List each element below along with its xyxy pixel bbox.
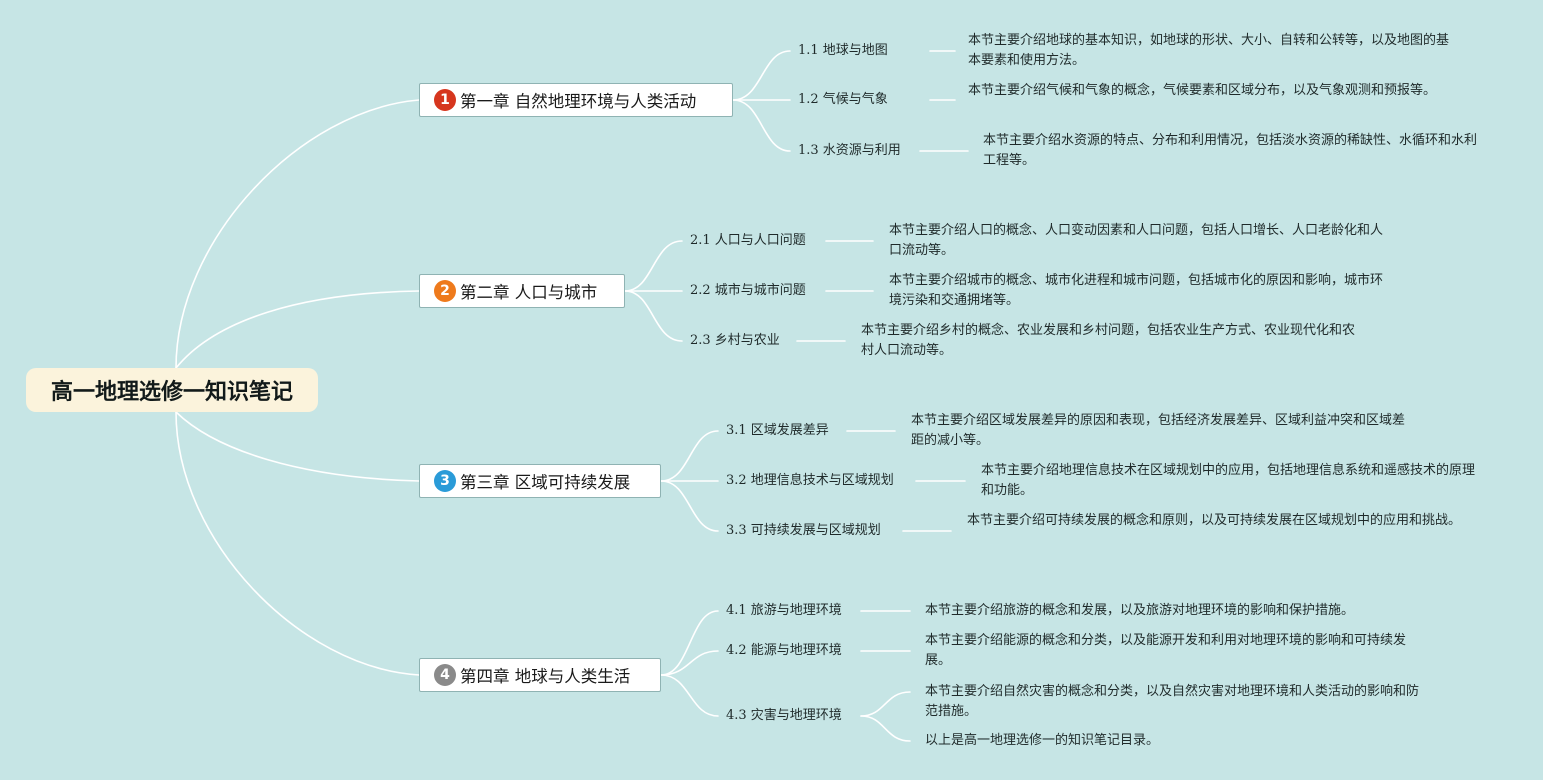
section-3-3-desc: 本节主要介绍可持续发展的概念和原则，以及可持续发展在区域规划中的应用和挑战。 [967, 513, 1462, 528]
section-1-2[interactable]: 1.2 气候与气象 [798, 92, 888, 107]
chapter-2-title: 第二章 人口与城市 [460, 283, 598, 302]
chapter-4-title: 第四章 地球与人类生活 [460, 667, 631, 686]
section-2-1[interactable]: 2.1 人口与人口问题 [690, 233, 806, 248]
section-4-3[interactable]: 4.3 灾害与地理环境 [726, 708, 842, 723]
number-3-badge-icon: 3 [434, 470, 456, 492]
section-4-1[interactable]: 4.1 旅游与地理环境 [726, 603, 842, 618]
section-2-2-desc: 本节主要介绍城市的概念、城市化进程和城市问题，包括城市化的原因和影响，城市环境污… [889, 273, 1384, 308]
chapter-3-title: 第三章 区域可持续发展 [460, 473, 631, 492]
number-1-badge-icon: 1 [434, 89, 456, 111]
section-4-3-desc: 本节主要介绍自然灾害的概念和分类，以及自然灾害对地理环境和人类活动的影响和防范措… [925, 684, 1420, 719]
section-3-1-desc: 本节主要介绍区域发展差异的原因和表现，包括经济发展差异、区域利益冲突和区域差距的… [911, 413, 1406, 448]
summary-note: 以上是高一地理选修一的知识笔记目录。 [925, 733, 1160, 748]
number-2-badge-icon: 2 [434, 280, 456, 302]
root-topic[interactable]: 高一地理选修一知识笔记 [26, 368, 318, 412]
chapter-2-node[interactable]: 2 第二章 人口与城市 [419, 274, 625, 308]
section-1-1[interactable]: 1.1 地球与地图 [798, 43, 888, 58]
section-2-3-desc: 本节主要介绍乡村的概念、农业发展和乡村问题，包括农业生产方式、农业现代化和农村人… [861, 323, 1356, 358]
section-3-3[interactable]: 3.3 可持续发展与区域规划 [726, 523, 881, 538]
chapter-3-node[interactable]: 3 第三章 区域可持续发展 [419, 464, 661, 498]
section-1-2-desc: 本节主要介绍气候和气象的概念，气候要素和区域分布，以及气象观测和预报等。 [968, 83, 1437, 98]
section-3-2-desc: 本节主要介绍地理信息技术在区域规划中的应用，包括地理信息系统和遥感技术的原理和功… [981, 463, 1476, 498]
chapter-1-node[interactable]: 1 第一章 自然地理环境与人类活动 [419, 83, 733, 117]
number-4-badge-icon: 4 [434, 664, 456, 686]
section-4-2-desc: 本节主要介绍能源的概念和分类，以及能源开发和利用对地理环境的影响和可持续发展。 [925, 633, 1407, 668]
section-1-1-desc: 本节主要介绍地球的基本知识，如地球的形状、大小、自转和公转等，以及地图的基本要素… [968, 33, 1450, 68]
root-title: 高一地理选修一知识笔记 [50, 380, 293, 405]
section-2-1-desc: 本节主要介绍人口的概念、人口变动因素和人口问题，包括人口增长、人口老龄化和人口流… [889, 223, 1384, 258]
section-2-2[interactable]: 2.2 城市与城市问题 [690, 283, 806, 298]
chapter-4-node[interactable]: 4 第四章 地球与人类生活 [419, 658, 661, 692]
section-3-1[interactable]: 3.1 区域发展差异 [726, 423, 829, 438]
chapter-1-title: 第一章 自然地理环境与人类活动 [460, 92, 697, 111]
section-4-2[interactable]: 4.2 能源与地理环境 [726, 643, 842, 658]
section-2-3[interactable]: 2.3 乡村与农业 [690, 333, 780, 348]
section-4-1-desc: 本节主要介绍旅游的概念和发展，以及旅游对地理环境的影响和保护措施。 [925, 603, 1355, 618]
section-1-3-desc: 本节主要介绍水资源的特点、分布和利用情况，包括淡水资源的稀缺性、水循环和水利工程… [983, 133, 1478, 168]
section-3-2[interactable]: 3.2 地理信息技术与区域规划 [726, 473, 894, 488]
section-1-3[interactable]: 1.3 水资源与利用 [798, 143, 901, 158]
